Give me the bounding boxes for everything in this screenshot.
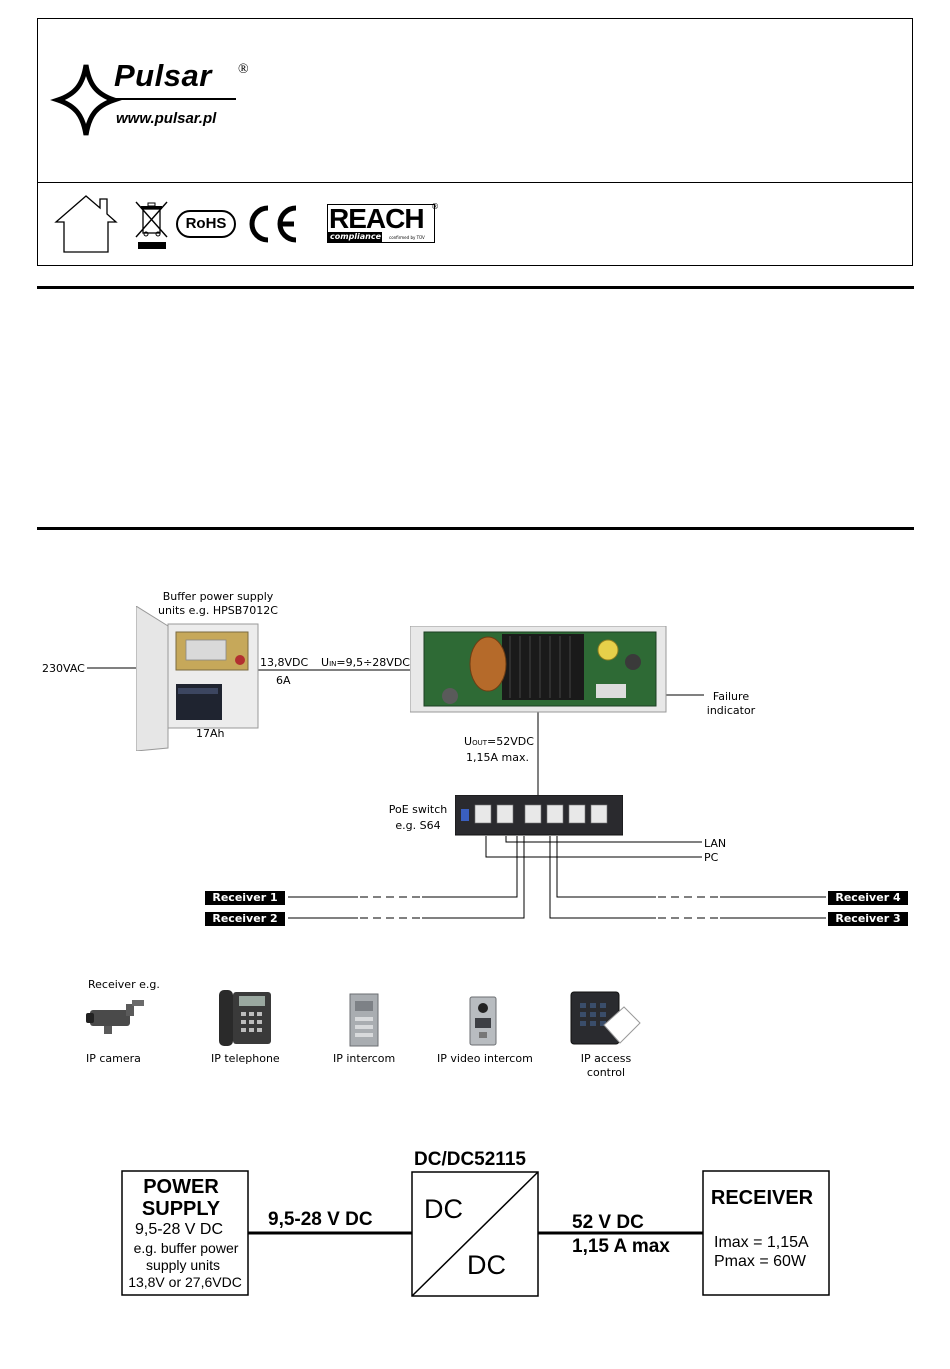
converter-dc-bottom: DC [467, 1250, 506, 1280]
reach-badge: REACH compliance confirmed by TÜV ® [327, 202, 439, 244]
pulsar-logo: Pulsar ® www.pulsar.pl [44, 58, 264, 142]
middle-rule [37, 527, 914, 530]
failure-indicator-2: indicator [706, 704, 756, 717]
registered-mark: ® [238, 62, 249, 77]
buffer-psu-caption-2: units e.g. HPSB7012C [158, 604, 278, 617]
reach-confirmed: confirmed by TÜV [389, 235, 425, 240]
poe-switch-caption-1: PoE switch [388, 803, 448, 816]
rohs-label: RoHS [185, 215, 227, 232]
psu-block-eg-3: 13,8V or 27,6VDC [128, 1274, 242, 1290]
ip-access-control-icon [570, 991, 642, 1051]
receiver-pmax: Pmax = 60W [714, 1253, 807, 1270]
receiver-ip-access-control-1: IP access [580, 1052, 632, 1065]
header-divider [38, 182, 912, 183]
pc-label: PC [704, 851, 719, 864]
reach-label: REACH [329, 203, 425, 234]
ce-mark-icon [249, 205, 297, 243]
input-voltage-label: 9,5-28 V DC [268, 1209, 373, 1230]
poe-switch-caption-2: e.g. S64 [395, 819, 441, 832]
buffer-psu-image [135, 605, 260, 755]
receiver-ip-telephone: IP telephone [211, 1052, 280, 1065]
ip-telephone-icon [217, 988, 273, 1052]
converter-title: DC/DC52115 [414, 1149, 526, 1170]
receiver-ip-camera: IP camera [86, 1052, 141, 1065]
receiver-4-tag: Receiver 4 [828, 891, 908, 905]
poe-switch-image [454, 794, 624, 841]
rohs-badge: RoHS [176, 210, 236, 238]
uout-label: UOUT=52VDC [464, 735, 534, 748]
house-icon [54, 194, 118, 258]
ip-intercom-icon [349, 993, 379, 1051]
output-voltage-label: 52 V DC [572, 1212, 644, 1233]
buffer-psu-caption-1: Buffer power supply [162, 590, 274, 603]
receiver-imax: Imax = 1,15A [714, 1234, 809, 1251]
receiver-ip-access-control-2: control [586, 1066, 626, 1079]
receiver-ip-video-intercom: IP video intercom [437, 1052, 533, 1065]
lan-label: LAN [704, 837, 727, 850]
converter-module-image [409, 625, 668, 718]
uin-label: UIN=9,5÷28VDC [321, 656, 410, 669]
psu-out-current: 6A [276, 674, 291, 687]
mains-label: 230VAC [42, 662, 85, 675]
brand-name: Pulsar [114, 58, 212, 93]
ce-mark [246, 204, 300, 248]
reach-compliance-bar [327, 232, 382, 243]
receiver-ip-intercom: IP intercom [333, 1052, 396, 1065]
reach-compliance: compliance [330, 232, 382, 241]
receiver-1-tag: Receiver 1 [205, 891, 285, 905]
failure-indicator-1: Failure [712, 690, 750, 703]
psu-block-eg-2: supply units [146, 1257, 220, 1273]
receiver-block-title: RECEIVER [710, 1187, 814, 1209]
uout-current: 1,15A max. [466, 751, 529, 764]
receiver-3-tag: Receiver 3 [828, 912, 908, 926]
pulsar-star-icon [50, 64, 236, 136]
ip-camera-icon [86, 1000, 144, 1044]
ip-video-intercom-icon [469, 996, 497, 1050]
psu-block-eg-1: e.g. buffer power [133, 1240, 239, 1256]
header-box [37, 18, 913, 266]
battery-label: 17Ah [196, 727, 225, 740]
brand-url: www.pulsar.pl [116, 110, 217, 127]
psu-out-voltage: 13,8VDC [260, 656, 309, 669]
receiver-2-tag: Receiver 2 [205, 912, 285, 926]
converter-dc-top: DC [424, 1194, 463, 1224]
psu-block-title-1: POWER [143, 1176, 219, 1198]
receivers-caption: Receiver e.g. [88, 978, 160, 991]
psu-block-title-2: SUPPLY [141, 1198, 221, 1220]
weee-bin-icon [135, 201, 169, 255]
top-rule [37, 286, 914, 289]
psu-block-range: 9,5-28 V DC [134, 1221, 224, 1238]
output-current-label: 1,15 A max [572, 1236, 670, 1257]
reach-registered: ® [431, 202, 439, 211]
